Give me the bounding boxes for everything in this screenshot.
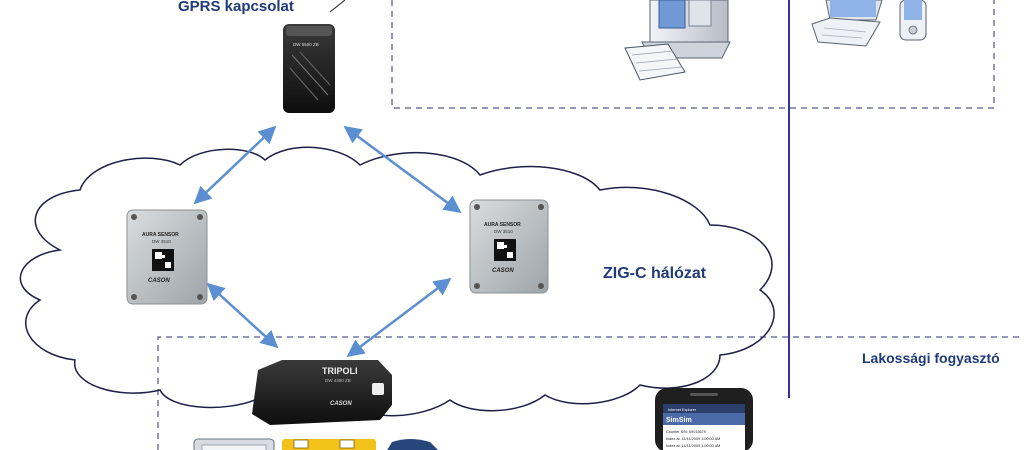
arrow-gateway-sensor-left	[193, 125, 277, 205]
arrow-sensor-right-tripoli	[346, 277, 452, 358]
tripoli-name: TRIPOLI	[322, 366, 358, 376]
meter-yellow	[282, 439, 376, 450]
gateway-model-text: DW 5500 ZB	[293, 42, 319, 47]
meter-grey	[193, 438, 275, 450]
residential-consumer-label: Lakossági fogyasztó	[862, 350, 1000, 366]
phone-line-1: Counter S/N: 09015679	[666, 430, 706, 434]
gprs-gateway-device: DW 5500 ZB	[283, 24, 335, 113]
handheld-device	[899, 0, 927, 41]
sensor-right-maker: CASON	[492, 268, 514, 274]
sensor-left-model: DW 3510	[152, 239, 171, 244]
server-area-frame	[391, 0, 995, 109]
sensor-left-maker: CASON	[148, 278, 170, 284]
phone-app-title: SimSim	[666, 417, 692, 424]
tripoli-device: TRIPOLI DW 4300 ZB CASON	[252, 360, 392, 425]
consumer-area-frame	[157, 336, 1024, 450]
zigc-network-label: ZIG-C hálózat	[603, 265, 707, 282]
arrow-gateway-sensor-right	[343, 125, 462, 214]
laptop-computer	[811, 0, 883, 47]
phone-line-2: Index at: 11/11/2009 1:00:00 AM	[666, 437, 720, 441]
phone-line-3: Index at: 11/11/2009 1:00:00 AM	[666, 444, 720, 448]
smartphone-device: Internet Explorer SimSim Counter S/N: 09…	[655, 388, 753, 450]
phone-browser-text: Internet Explorer	[668, 408, 697, 412]
arrow-sensor-left-tripoli	[206, 282, 279, 349]
sensor-left-brand: AURA SENSOR	[142, 232, 179, 238]
aura-sensor-right: AURA SENSOR DW 3510 CASON	[469, 199, 549, 294]
gprs-connector	[329, 0, 346, 13]
gprs-connection-label: GPRS kapcsolat	[178, 0, 294, 15]
tripoli-model: DW 4300 ZB	[325, 378, 351, 383]
desktop-computer	[624, 0, 731, 81]
sensor-right-brand: AURA SENSOR	[484, 222, 521, 228]
tripoli-maker: CASON	[330, 401, 352, 407]
sensor-right-model: DW 3510	[494, 229, 513, 234]
aura-sensor-left: AURA SENSOR DW 3510 CASON	[126, 209, 208, 305]
meter-blue	[387, 439, 438, 450]
